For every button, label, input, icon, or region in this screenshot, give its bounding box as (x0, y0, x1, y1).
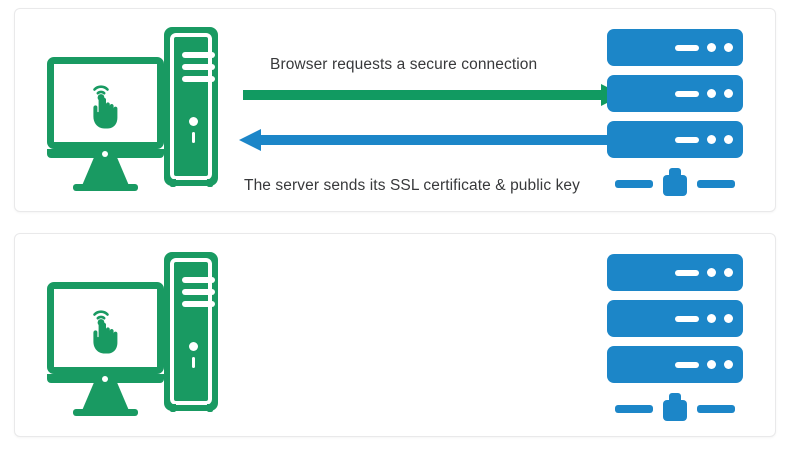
computer-tower-icon (164, 27, 218, 186)
server-plug-neck (669, 168, 681, 177)
monitor-frame (47, 57, 164, 149)
server-base-bar-right (697, 405, 735, 413)
server-base-bar-left (615, 405, 653, 413)
tower-slot-3 (182, 301, 215, 307)
server-stack-icon (607, 29, 759, 196)
tower-foot-left (170, 179, 176, 187)
server-status-dot-2 (724, 43, 733, 52)
server-plug-body (663, 400, 687, 421)
desktop-computer-icon (37, 21, 227, 196)
tower-slot-3 (182, 76, 215, 82)
server-plug-body (663, 175, 687, 196)
server-unit-2 (607, 75, 743, 112)
server-base (607, 168, 743, 196)
tower-slot-1 (182, 277, 215, 283)
server-unit-1 (607, 254, 743, 291)
arrow-head (239, 129, 261, 151)
tower-power-led-icon (189, 117, 198, 126)
server-status-line (675, 315, 699, 322)
server-status-line (675, 90, 699, 97)
computer-tower-icon (164, 252, 218, 411)
tower-foot-right (207, 179, 213, 187)
server-status-line (675, 44, 699, 51)
arrow-shaft (257, 135, 625, 145)
server-plug-neck (669, 393, 681, 402)
monitor-indicator-dot (102, 150, 108, 157)
tower-led-line (192, 357, 195, 368)
server-status-dot-1 (707, 360, 716, 369)
step-1-top-caption: Browser requests a secure connection (270, 56, 538, 73)
server-status-dot-2 (724, 360, 733, 369)
step-1-panel: Browser requests a secure connection The… (14, 8, 776, 212)
monitor-base (73, 184, 138, 191)
tower-slot-2 (182, 289, 215, 295)
desktop-computer-icon (37, 246, 227, 421)
tower-inner-outline (170, 33, 212, 180)
monitor-frame (47, 282, 164, 374)
server-status-dot-2 (724, 268, 733, 277)
server-status-line (675, 269, 699, 276)
server-unit-3 (607, 346, 743, 383)
tower-led-line (192, 132, 195, 143)
tower-inner-outline (170, 258, 212, 405)
server-status-dot-1 (707, 135, 716, 144)
arrow-shaft (243, 90, 605, 100)
server-status-dot-2 (724, 314, 733, 323)
browser-to-server-arrow (243, 84, 623, 106)
monitor-base (73, 409, 138, 416)
server-status-dot-1 (707, 43, 716, 52)
tower-foot-right (207, 404, 213, 412)
server-status-line (675, 361, 699, 368)
server-base-bar-right (697, 180, 735, 188)
server-to-browser-arrow (239, 129, 625, 151)
server-status-dot-2 (724, 135, 733, 144)
tower-foot-left (170, 404, 176, 412)
server-status-dot-2 (724, 89, 733, 98)
touch-hand-icon (81, 77, 127, 131)
server-status-dot-1 (707, 268, 716, 277)
server-status-dot-1 (707, 314, 716, 323)
server-status-line (675, 136, 699, 143)
tower-power-led-icon (189, 342, 198, 351)
step-2-panel: The browser validates the SSL certificat… (14, 233, 776, 437)
server-stack-icon (607, 254, 759, 421)
server-base (607, 393, 743, 421)
step-1-bottom-caption: The server sends its SSL certificate & p… (244, 177, 580, 194)
tower-slot-2 (182, 64, 215, 70)
monitor-indicator-dot (102, 375, 108, 382)
server-unit-3 (607, 121, 743, 158)
server-unit-1 (607, 29, 743, 66)
touch-hand-icon (81, 302, 127, 356)
server-unit-2 (607, 300, 743, 337)
server-base-bar-left (615, 180, 653, 188)
server-status-dot-1 (707, 89, 716, 98)
tower-slot-1 (182, 52, 215, 58)
